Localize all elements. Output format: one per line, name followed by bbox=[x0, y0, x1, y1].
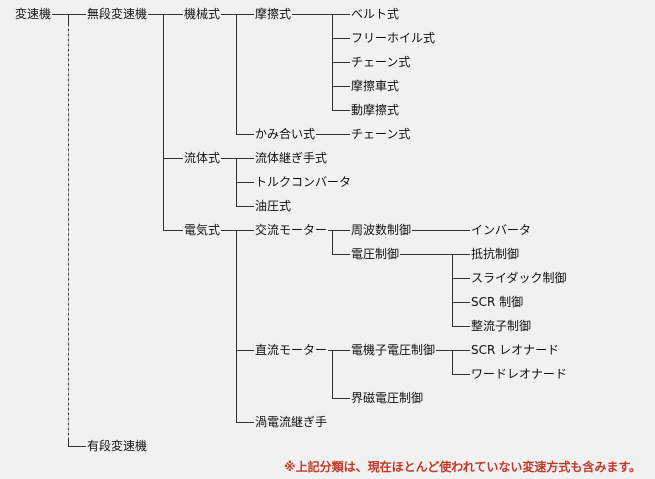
connector-line bbox=[236, 230, 254, 231]
connector-line bbox=[316, 134, 332, 135]
tree-node: 電圧制御 bbox=[350, 247, 401, 261]
tree-node: 流体式 bbox=[183, 151, 222, 165]
tree-node: 流体継ぎ手式 bbox=[254, 151, 329, 165]
tree-node: チェーン式 bbox=[350, 55, 412, 69]
connector-line bbox=[332, 86, 350, 87]
tree-node: フリーホイル式 bbox=[350, 31, 437, 45]
footnote: ※上記分類は、現在ほとんど使われていない変速方式も含みます。 bbox=[284, 460, 642, 474]
tree-node: 抵抗制御 bbox=[470, 247, 521, 261]
connector-line bbox=[68, 446, 86, 447]
connector-line bbox=[332, 398, 350, 399]
connector-line bbox=[452, 254, 470, 255]
connector-line bbox=[332, 38, 350, 39]
connector-line bbox=[236, 350, 254, 351]
tree-node: SCR 制御 bbox=[470, 295, 525, 309]
tree-node: 周波数制御 bbox=[350, 223, 413, 237]
tree-node: 整流子制御 bbox=[470, 319, 533, 333]
tree-node: 油圧式 bbox=[254, 199, 293, 213]
connector-line bbox=[332, 230, 333, 254]
connector-line bbox=[236, 230, 237, 422]
connector-line bbox=[236, 14, 237, 134]
tree-node: ベルト式 bbox=[350, 7, 401, 21]
connector-line bbox=[400, 254, 452, 255]
connector-line bbox=[452, 350, 453, 374]
connector-line bbox=[412, 230, 452, 231]
guide-line bbox=[68, 26, 69, 438]
tree-node: ワードレオナード bbox=[470, 367, 569, 381]
connector-line bbox=[452, 350, 470, 351]
connector-line bbox=[236, 206, 254, 207]
tree-node: 界磁電圧制御 bbox=[350, 391, 425, 405]
connector-line bbox=[328, 350, 332, 351]
connector-line bbox=[328, 230, 332, 231]
connector-line bbox=[163, 230, 183, 231]
tree-node: 摩擦車式 bbox=[350, 79, 401, 93]
connector-line bbox=[163, 14, 183, 15]
connector-line bbox=[52, 14, 68, 15]
connector-line bbox=[148, 14, 163, 15]
tree-node: 動摩擦式 bbox=[350, 103, 401, 117]
connector-line bbox=[68, 14, 86, 15]
connector-line bbox=[452, 326, 470, 327]
tree-node: 直流モーター bbox=[254, 343, 329, 357]
tree-node: 有段変速機 bbox=[86, 439, 149, 453]
connector-line bbox=[332, 14, 350, 15]
tree-node: 電機子電圧制御 bbox=[350, 343, 437, 357]
connector-line bbox=[452, 230, 470, 231]
connector-line bbox=[332, 350, 333, 398]
connector-line bbox=[332, 350, 350, 351]
connector-line bbox=[221, 158, 236, 159]
tree-node: 交流モーター bbox=[254, 223, 329, 237]
connector-line bbox=[452, 278, 470, 279]
connector-line bbox=[452, 302, 470, 303]
connector-line bbox=[332, 134, 350, 135]
connector-line bbox=[163, 158, 183, 159]
tree-root-node: 変速機 bbox=[14, 7, 53, 21]
connector-line bbox=[332, 110, 350, 111]
connector-line bbox=[236, 422, 254, 423]
connector-line bbox=[163, 14, 164, 230]
tree-node: インバータ bbox=[470, 223, 533, 237]
tree-node: 渦電流継ぎ手 bbox=[254, 415, 329, 429]
connector-line bbox=[221, 230, 236, 231]
tree-node: スライダック制御 bbox=[470, 271, 568, 285]
connector-line bbox=[332, 62, 350, 63]
tree-node: 機械式 bbox=[183, 7, 222, 21]
connector-line bbox=[436, 350, 452, 351]
connector-line bbox=[292, 14, 332, 15]
connector-line bbox=[221, 14, 236, 15]
tree-node: チェーン式 bbox=[350, 127, 412, 141]
tree-node: 無段変速機 bbox=[86, 7, 149, 21]
tree-node: かみ合い式 bbox=[254, 127, 317, 141]
connector-line bbox=[452, 374, 470, 375]
connector-line bbox=[332, 230, 350, 231]
connector-line bbox=[236, 158, 254, 159]
connector-line bbox=[332, 254, 350, 255]
connector-line bbox=[452, 254, 453, 326]
connector-line bbox=[236, 14, 254, 15]
tree-node: SCR レオナード bbox=[470, 343, 561, 357]
connector-line bbox=[236, 182, 254, 183]
tree-node: 摩擦式 bbox=[254, 7, 293, 21]
tree-node: トルクコンバータ bbox=[254, 175, 353, 189]
connector-line bbox=[236, 134, 254, 135]
tree-node: 電気式 bbox=[183, 223, 222, 237]
